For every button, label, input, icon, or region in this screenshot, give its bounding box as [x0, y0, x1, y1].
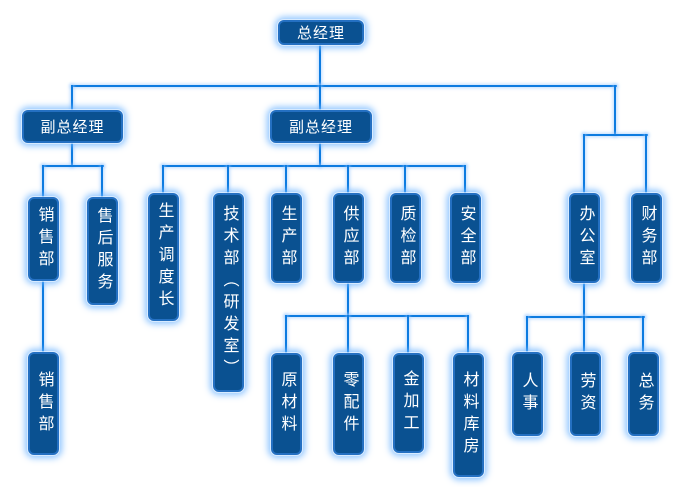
connector-line — [642, 316, 644, 353]
node-labor-wages[interactable]: 劳资 — [570, 352, 601, 436]
connector-line — [71, 85, 617, 87]
connector-line — [42, 165, 104, 167]
node-sales-dept-sub[interactable]: 销售部 — [28, 352, 59, 455]
connector-line — [583, 134, 585, 194]
node-technology-dept-rd-room[interactable]: 技术部（研发室） — [213, 193, 244, 392]
connector-line — [614, 85, 616, 136]
node-materials-warehouse[interactable]: 材料库房 — [453, 353, 484, 477]
node-sales-dept[interactable]: 销售部 — [28, 197, 59, 281]
connector-line — [71, 142, 73, 167]
node-spare-parts[interactable]: 零配件 — [333, 353, 364, 455]
connector-line — [526, 316, 645, 318]
node-after-sales-service[interactable]: 售后服务 — [87, 197, 118, 305]
node-general-manager[interactable]: 总经理 — [278, 20, 364, 45]
connector-line — [101, 165, 103, 198]
connector-line — [319, 142, 321, 167]
connector-line — [467, 315, 469, 354]
connector-line — [583, 134, 648, 136]
connector-line — [347, 282, 349, 317]
connector-line — [319, 85, 321, 111]
connector-line — [583, 316, 585, 353]
connector-line — [407, 315, 409, 354]
connector-line — [42, 280, 44, 353]
node-production-dept[interactable]: 生产部 — [271, 193, 302, 283]
connector-line — [645, 134, 647, 194]
node-raw-materials[interactable]: 原材料 — [271, 353, 302, 455]
node-supply-dept[interactable]: 供应部 — [333, 193, 364, 283]
connector-line — [347, 315, 349, 354]
connector-line — [227, 165, 229, 194]
node-office[interactable]: 办公室 — [569, 193, 600, 283]
connector-line — [583, 282, 585, 318]
connector-line — [162, 165, 164, 194]
node-deputy-general-manager-middle[interactable]: 副总经理 — [270, 110, 372, 143]
node-safety-dept[interactable]: 安全部 — [450, 193, 481, 283]
connector-line — [42, 165, 44, 198]
node-finance-dept[interactable]: 财务部 — [631, 193, 662, 283]
connector-line — [347, 165, 349, 194]
connector-line — [285, 165, 287, 194]
connector-line — [464, 165, 466, 194]
node-deputy-general-manager-left[interactable]: 副总经理 — [22, 110, 123, 143]
node-metal-processing[interactable]: 金加工 — [393, 353, 424, 453]
connector-line — [162, 165, 466, 167]
connector-line — [285, 315, 287, 354]
node-general-affairs[interactable]: 总务 — [628, 352, 659, 436]
node-quality-inspection-dept[interactable]: 质检部 — [390, 193, 421, 283]
node-personnel[interactable]: 人事 — [512, 352, 543, 436]
connector-line — [526, 316, 528, 353]
connector-line — [285, 315, 469, 317]
connector-line — [319, 44, 321, 86]
connector-line — [71, 85, 73, 111]
node-production-dispatch-chief[interactable]: 生产调度长 — [148, 193, 179, 321]
connector-line — [404, 165, 406, 194]
